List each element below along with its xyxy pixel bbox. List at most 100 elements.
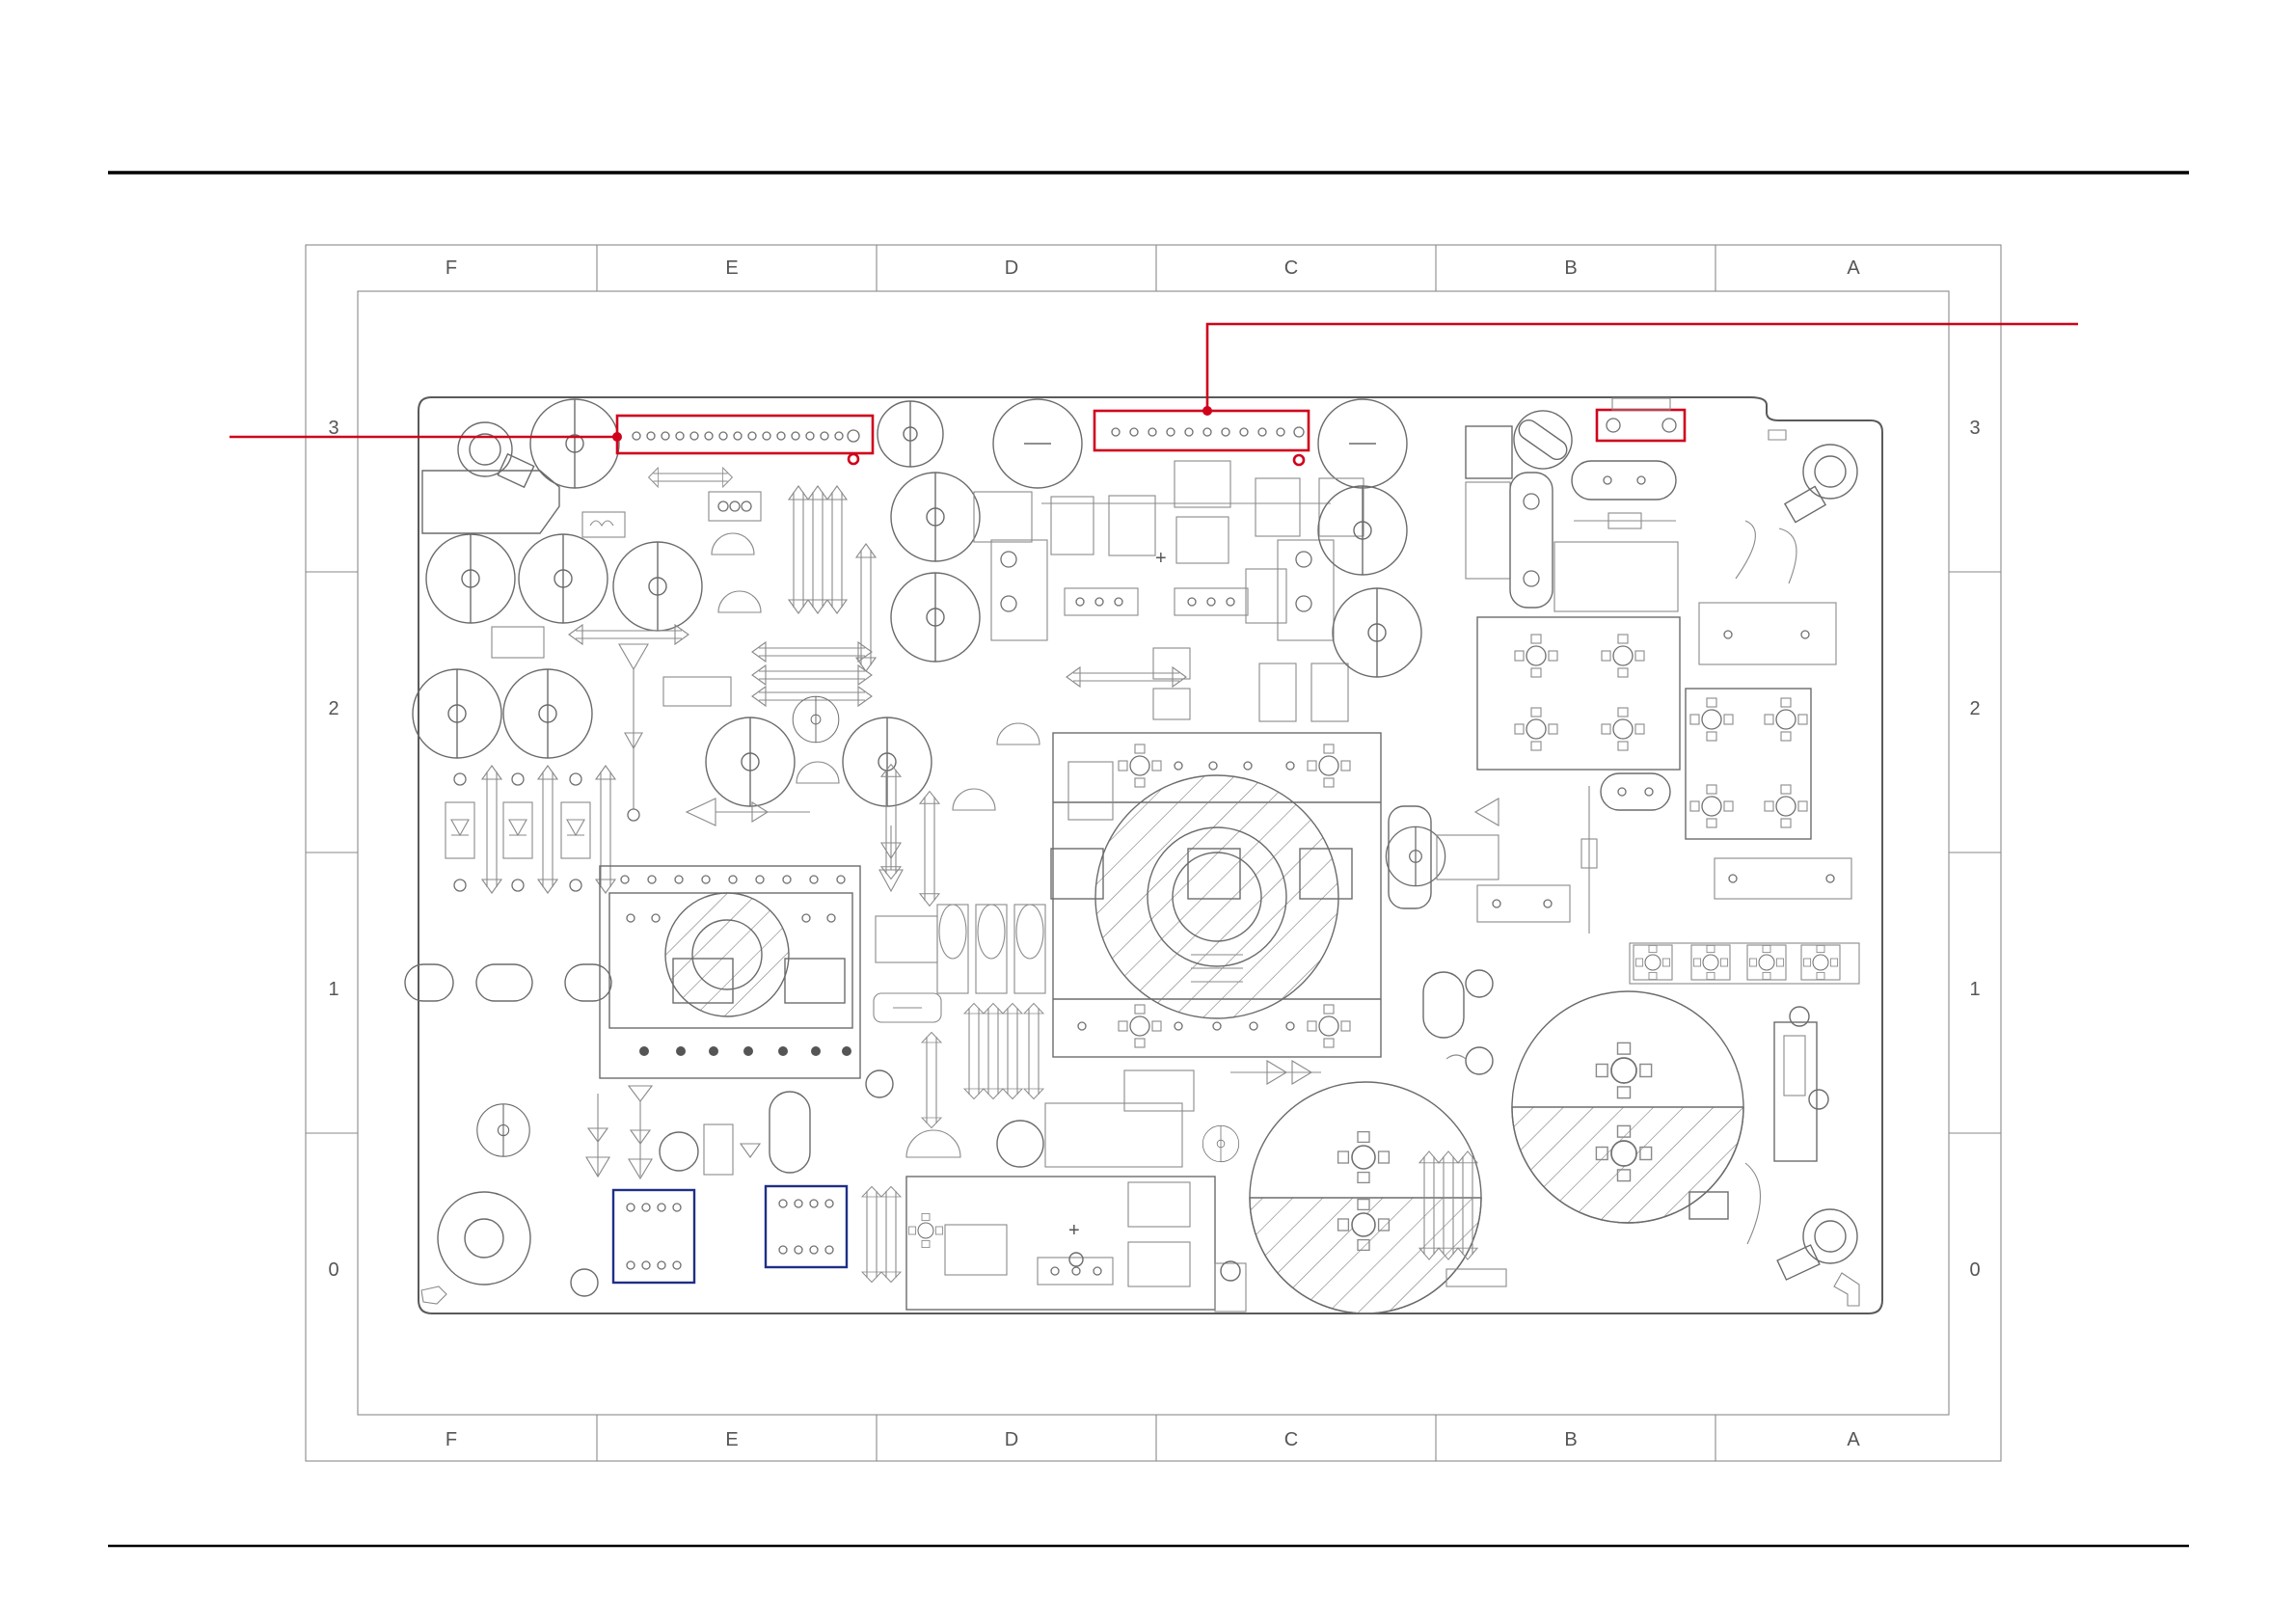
block-mid-6 (1256, 478, 1300, 536)
block-mid-3 (1109, 496, 1155, 555)
col-label: A (1847, 1429, 1860, 1450)
cap-left-8 (843, 717, 932, 806)
row-label: 0 (1969, 1259, 1980, 1281)
row-dividers-left (306, 572, 358, 1133)
cap-left-3 (613, 542, 702, 631)
callout-dot-right (1202, 406, 1212, 416)
arrow-h-2 (569, 625, 689, 644)
row-labels-left: 3 2 1 0 (328, 418, 338, 1281)
diode-module-3 (561, 773, 590, 891)
arc-comp-1 (712, 533, 754, 555)
heatsink-lower (906, 1177, 1215, 1310)
diode-pair (1230, 1061, 1321, 1084)
block-mid-1 (974, 492, 1032, 542)
arrow-v-4 (856, 544, 876, 671)
block-mid-12 (1311, 663, 1348, 721)
ic-bottom-left (613, 1190, 694, 1283)
arrow-v-15 (862, 1187, 881, 1283)
cap-mid-1 (891, 473, 980, 561)
arrow-h-4 (752, 665, 872, 685)
arc-comp-3 (797, 762, 839, 783)
ic-lower-rect (704, 1124, 733, 1175)
relay-lower (1124, 1070, 1194, 1111)
small-can-2 (997, 1121, 1043, 1167)
arrow-v-16 (881, 1187, 901, 1283)
heatsink-disc-left (421, 1192, 530, 1304)
small-can-1 (866, 1070, 893, 1097)
arrow-v-3 (827, 486, 847, 613)
connector-top-right (1597, 398, 1685, 441)
arrow-h-6 (1067, 667, 1186, 687)
arc-comp-5 (997, 723, 1040, 744)
row-label: 1 (1969, 979, 1980, 1000)
cap-left-1 (426, 534, 515, 623)
heatsink-bracket-top-left (422, 471, 559, 533)
ic-mid-left (876, 916, 937, 962)
col-label: C (1284, 257, 1298, 279)
arc-comp-2 (718, 591, 761, 612)
small-can-3 (660, 1132, 698, 1171)
block-mid-4 (1175, 461, 1230, 507)
cap-mid-4 (1333, 588, 1421, 677)
col-label: E (725, 257, 738, 279)
transformer-right-1 (1477, 617, 1680, 770)
mounting-hole-top-right (1769, 430, 1857, 523)
transformer-left (600, 866, 860, 1078)
oval-slot-1 (405, 964, 453, 1001)
arrow-v-12 (984, 1004, 1003, 1099)
cap-top-2 (878, 401, 943, 467)
block-mid-10 (1153, 689, 1190, 719)
svg-text:+: + (1068, 1220, 1080, 1241)
arc-top-right-2 (1779, 528, 1796, 583)
col-label: A (1847, 257, 1860, 279)
oval-slot-5 (1423, 972, 1464, 1038)
header-right-mid (1477, 885, 1570, 922)
cap-mid-3 (1318, 486, 1407, 575)
small-can-4 (571, 1269, 598, 1296)
arrow-h-1 (649, 468, 733, 487)
triangle-marker-2 (687, 798, 716, 826)
block-lower-1 (1045, 1103, 1182, 1167)
arrow-v-6 (538, 766, 557, 893)
cap-small-1 (793, 696, 839, 743)
arrow-v-5 (482, 766, 501, 893)
col-label: F (446, 1429, 457, 1450)
cap-left-7 (706, 717, 795, 806)
col-label: E (725, 1429, 738, 1450)
fuse-oval-1 (1572, 461, 1676, 500)
block-mid-5 (1176, 517, 1229, 563)
block-mid-9 (1153, 648, 1190, 679)
main-transformer (1051, 733, 1381, 1057)
arrow-v-1 (789, 486, 808, 613)
cap-mid-2 (891, 573, 980, 662)
ic-bottom-center (766, 1186, 847, 1267)
arc-bottom-right (1745, 1163, 1761, 1244)
triangle-marker-3 (1475, 798, 1499, 826)
transformer-small-top (1554, 542, 1678, 611)
connector-top-center (1094, 411, 1309, 465)
row-dividers-right (1949, 572, 2001, 1133)
arrow-v-10 (922, 1033, 941, 1128)
fuse-holder-top (1502, 399, 1583, 480)
arrow-h-5 (752, 687, 872, 706)
header-bottom-center (1446, 1269, 1506, 1286)
row-label: 2 (328, 698, 338, 719)
cap-top-1 (530, 399, 619, 488)
oval-slot-2 (476, 964, 532, 1001)
col-label: F (446, 257, 457, 279)
diode-stack-2 (629, 1086, 652, 1178)
col-label: C (1284, 1429, 1298, 1450)
transformer-right-2 (1686, 689, 1811, 839)
row-label: 2 (1969, 698, 1980, 719)
mosfet-row-right (1630, 943, 1859, 984)
block-mid-11 (1259, 663, 1296, 721)
column-labels-bottom: F E D C B A (446, 1429, 1860, 1450)
fuse-oval-2 (1601, 773, 1670, 810)
oval-slot-4 (770, 1092, 810, 1173)
arc-comp-6 (906, 1130, 960, 1157)
arrow-v-2 (808, 486, 827, 613)
arc-top-right-1 (1736, 521, 1755, 579)
col-label: B (1564, 1429, 1577, 1450)
cap-lower-left (477, 1104, 529, 1156)
